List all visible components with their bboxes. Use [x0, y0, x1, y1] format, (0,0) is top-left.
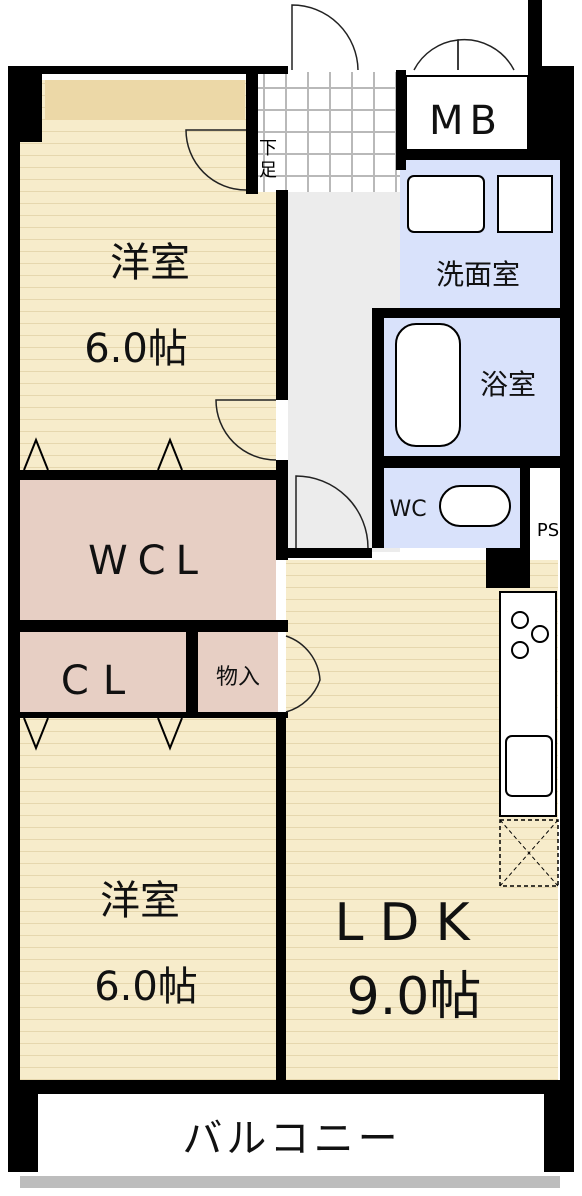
meter-box-area — [405, 75, 529, 151]
balcony-wall-left — [8, 1092, 38, 1172]
western-room-bottom-name: 洋室 — [100, 878, 180, 924]
wall-closet-storage — [186, 632, 198, 716]
walk-in-closet-floor — [18, 478, 276, 620]
wall-balcony-line — [8, 1080, 574, 1094]
washbasin — [407, 175, 485, 233]
closet-label: CL — [61, 658, 139, 704]
mb-door-left — [413, 39, 459, 71]
mb-door-right — [457, 38, 515, 71]
western-room-bottom-floor — [18, 716, 278, 1084]
outer-wall-left — [8, 70, 20, 1100]
western-room-top-name: 洋室 — [110, 240, 190, 286]
wall-bathroom-left — [372, 308, 384, 468]
closet-floor — [18, 632, 186, 714]
wall-room-hall-upper — [276, 190, 288, 400]
washing-machine-pan — [497, 175, 553, 233]
stove-burner-3 — [511, 641, 529, 659]
storage-door — [285, 635, 321, 713]
toilet-fixture — [439, 485, 511, 527]
room-top-door-swing — [185, 129, 247, 191]
toilet-door — [295, 475, 369, 549]
storage-label: 物入 — [216, 665, 260, 690]
wall-room-ldk — [276, 716, 286, 1084]
balcony-wall-right — [544, 1092, 574, 1172]
wall-washroom-top — [396, 150, 574, 160]
wall-room-hall-lower — [276, 460, 288, 560]
wcl-folding-doors — [23, 437, 183, 471]
shoe-box-label-line2: 足 — [259, 160, 277, 181]
wall-entrance-left — [246, 70, 258, 194]
wall-closet-divider — [18, 620, 288, 632]
shoe-box-label-line1: 下 — [259, 138, 277, 159]
western-room-top-shelf — [45, 80, 245, 120]
wall-mb-left — [396, 70, 406, 170]
room-top-hall-door — [215, 399, 277, 461]
bathtub — [395, 323, 461, 447]
wall-ps-left — [520, 468, 530, 588]
wall-bathroom-top — [372, 308, 572, 318]
pipe-space-label: PS — [537, 520, 559, 541]
ldk-label: LDK — [334, 893, 485, 953]
wall-toilet-left — [372, 468, 384, 548]
outer-wall-top — [8, 66, 288, 74]
refrigerator-space-cross-2 — [499, 819, 559, 887]
walk-in-closet-label: WCL — [88, 538, 208, 584]
stove-burner-2 — [531, 625, 549, 643]
refrigerator-space — [499, 819, 559, 887]
balcony-floor — [24, 1096, 554, 1178]
balcony-rail — [20, 1176, 560, 1188]
kitchen-sink — [505, 735, 553, 797]
balcony-label: バルコニー — [182, 1116, 401, 1162]
outer-wall-right — [560, 66, 574, 1100]
wall-corner-top-left — [8, 70, 42, 142]
washroom-label: 洗面室 — [436, 258, 520, 291]
cl-folding-doors — [23, 717, 183, 751]
western-room-top-size: 6.0帖 — [84, 326, 188, 372]
entrance-tile-floor — [255, 72, 400, 192]
ldk-size: 9.0帖 — [347, 967, 482, 1027]
bathroom-label: 浴室 — [480, 368, 536, 401]
wall-hall-ldk — [286, 548, 372, 558]
wall-ps-block — [486, 548, 530, 588]
stove-burner-1 — [511, 611, 529, 629]
wall-room-closet — [18, 470, 283, 480]
meter-box-label: MB — [429, 98, 503, 144]
western-room-top-floor — [18, 80, 276, 475]
storage-floor — [198, 632, 278, 714]
entrance-door-left — [291, 4, 359, 71]
western-room-bottom-size: 6.0帖 — [94, 964, 198, 1010]
toilet-label: WC — [389, 497, 426, 522]
wall-bathroom-bottom — [372, 456, 572, 468]
wall-closet-room — [18, 712, 288, 718]
